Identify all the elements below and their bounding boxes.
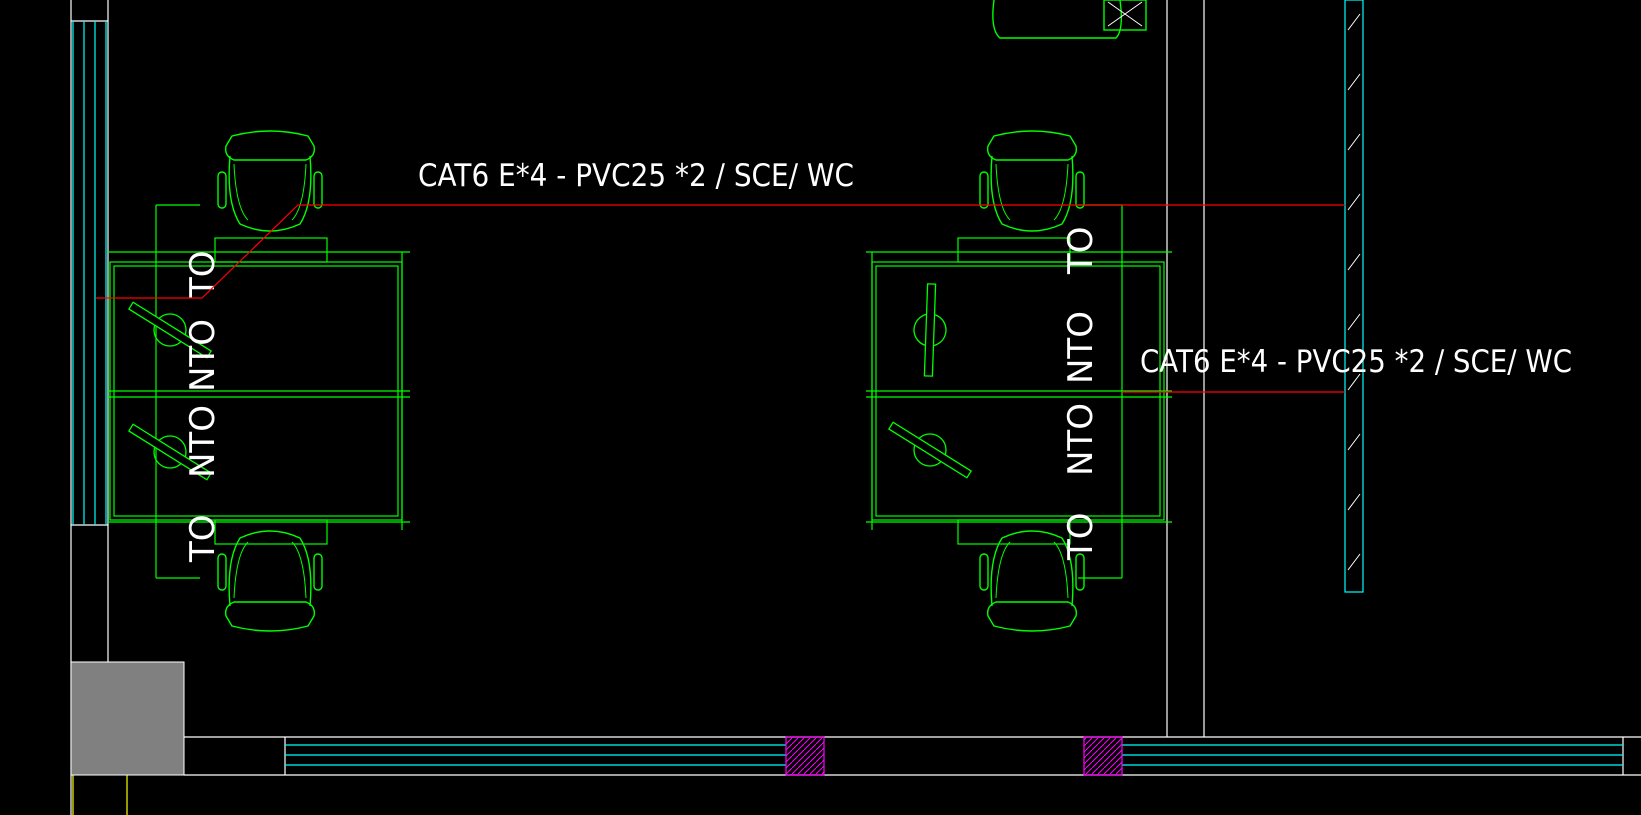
workstation-right: TO NTO NTO TO xyxy=(866,130,1172,632)
column xyxy=(70,661,185,776)
chair-icon xyxy=(979,130,1085,232)
chair-icon xyxy=(217,530,323,632)
outlet-label-to: TO xyxy=(183,514,223,563)
edge-lines xyxy=(72,775,128,815)
workstation-left: TO NTO NTO TO xyxy=(108,130,410,632)
outlet-label-to: TO xyxy=(1061,512,1101,561)
chair-icon xyxy=(217,130,323,232)
monitor-icon xyxy=(884,279,976,381)
outlet-label-to: TO xyxy=(183,250,223,299)
outlet-label-nto: NTO xyxy=(1061,311,1101,384)
outlet-label-nto: NTO xyxy=(183,405,223,478)
cable-runs xyxy=(96,204,1345,393)
cable-label-top: CAT6 E*4 - PVC25 *2 / SCE/ WC xyxy=(418,158,854,194)
window-left xyxy=(72,21,107,525)
partition-right xyxy=(1344,0,1364,593)
window-bottom xyxy=(285,744,1623,766)
hatch-column-2 xyxy=(1083,736,1123,776)
outlet-label-nto: NTO xyxy=(1061,403,1101,476)
hatch-column-1 xyxy=(785,736,825,776)
monitor-icon xyxy=(888,421,972,479)
chair-fragment-top xyxy=(992,0,1147,39)
outlet-label-nto: NTO xyxy=(183,319,223,392)
outlet-label-to: TO xyxy=(1061,226,1101,275)
cable-label-right: CAT6 E*4 - PVC25 *2 / SCE/ WC xyxy=(1140,344,1572,380)
walls xyxy=(70,0,1641,815)
